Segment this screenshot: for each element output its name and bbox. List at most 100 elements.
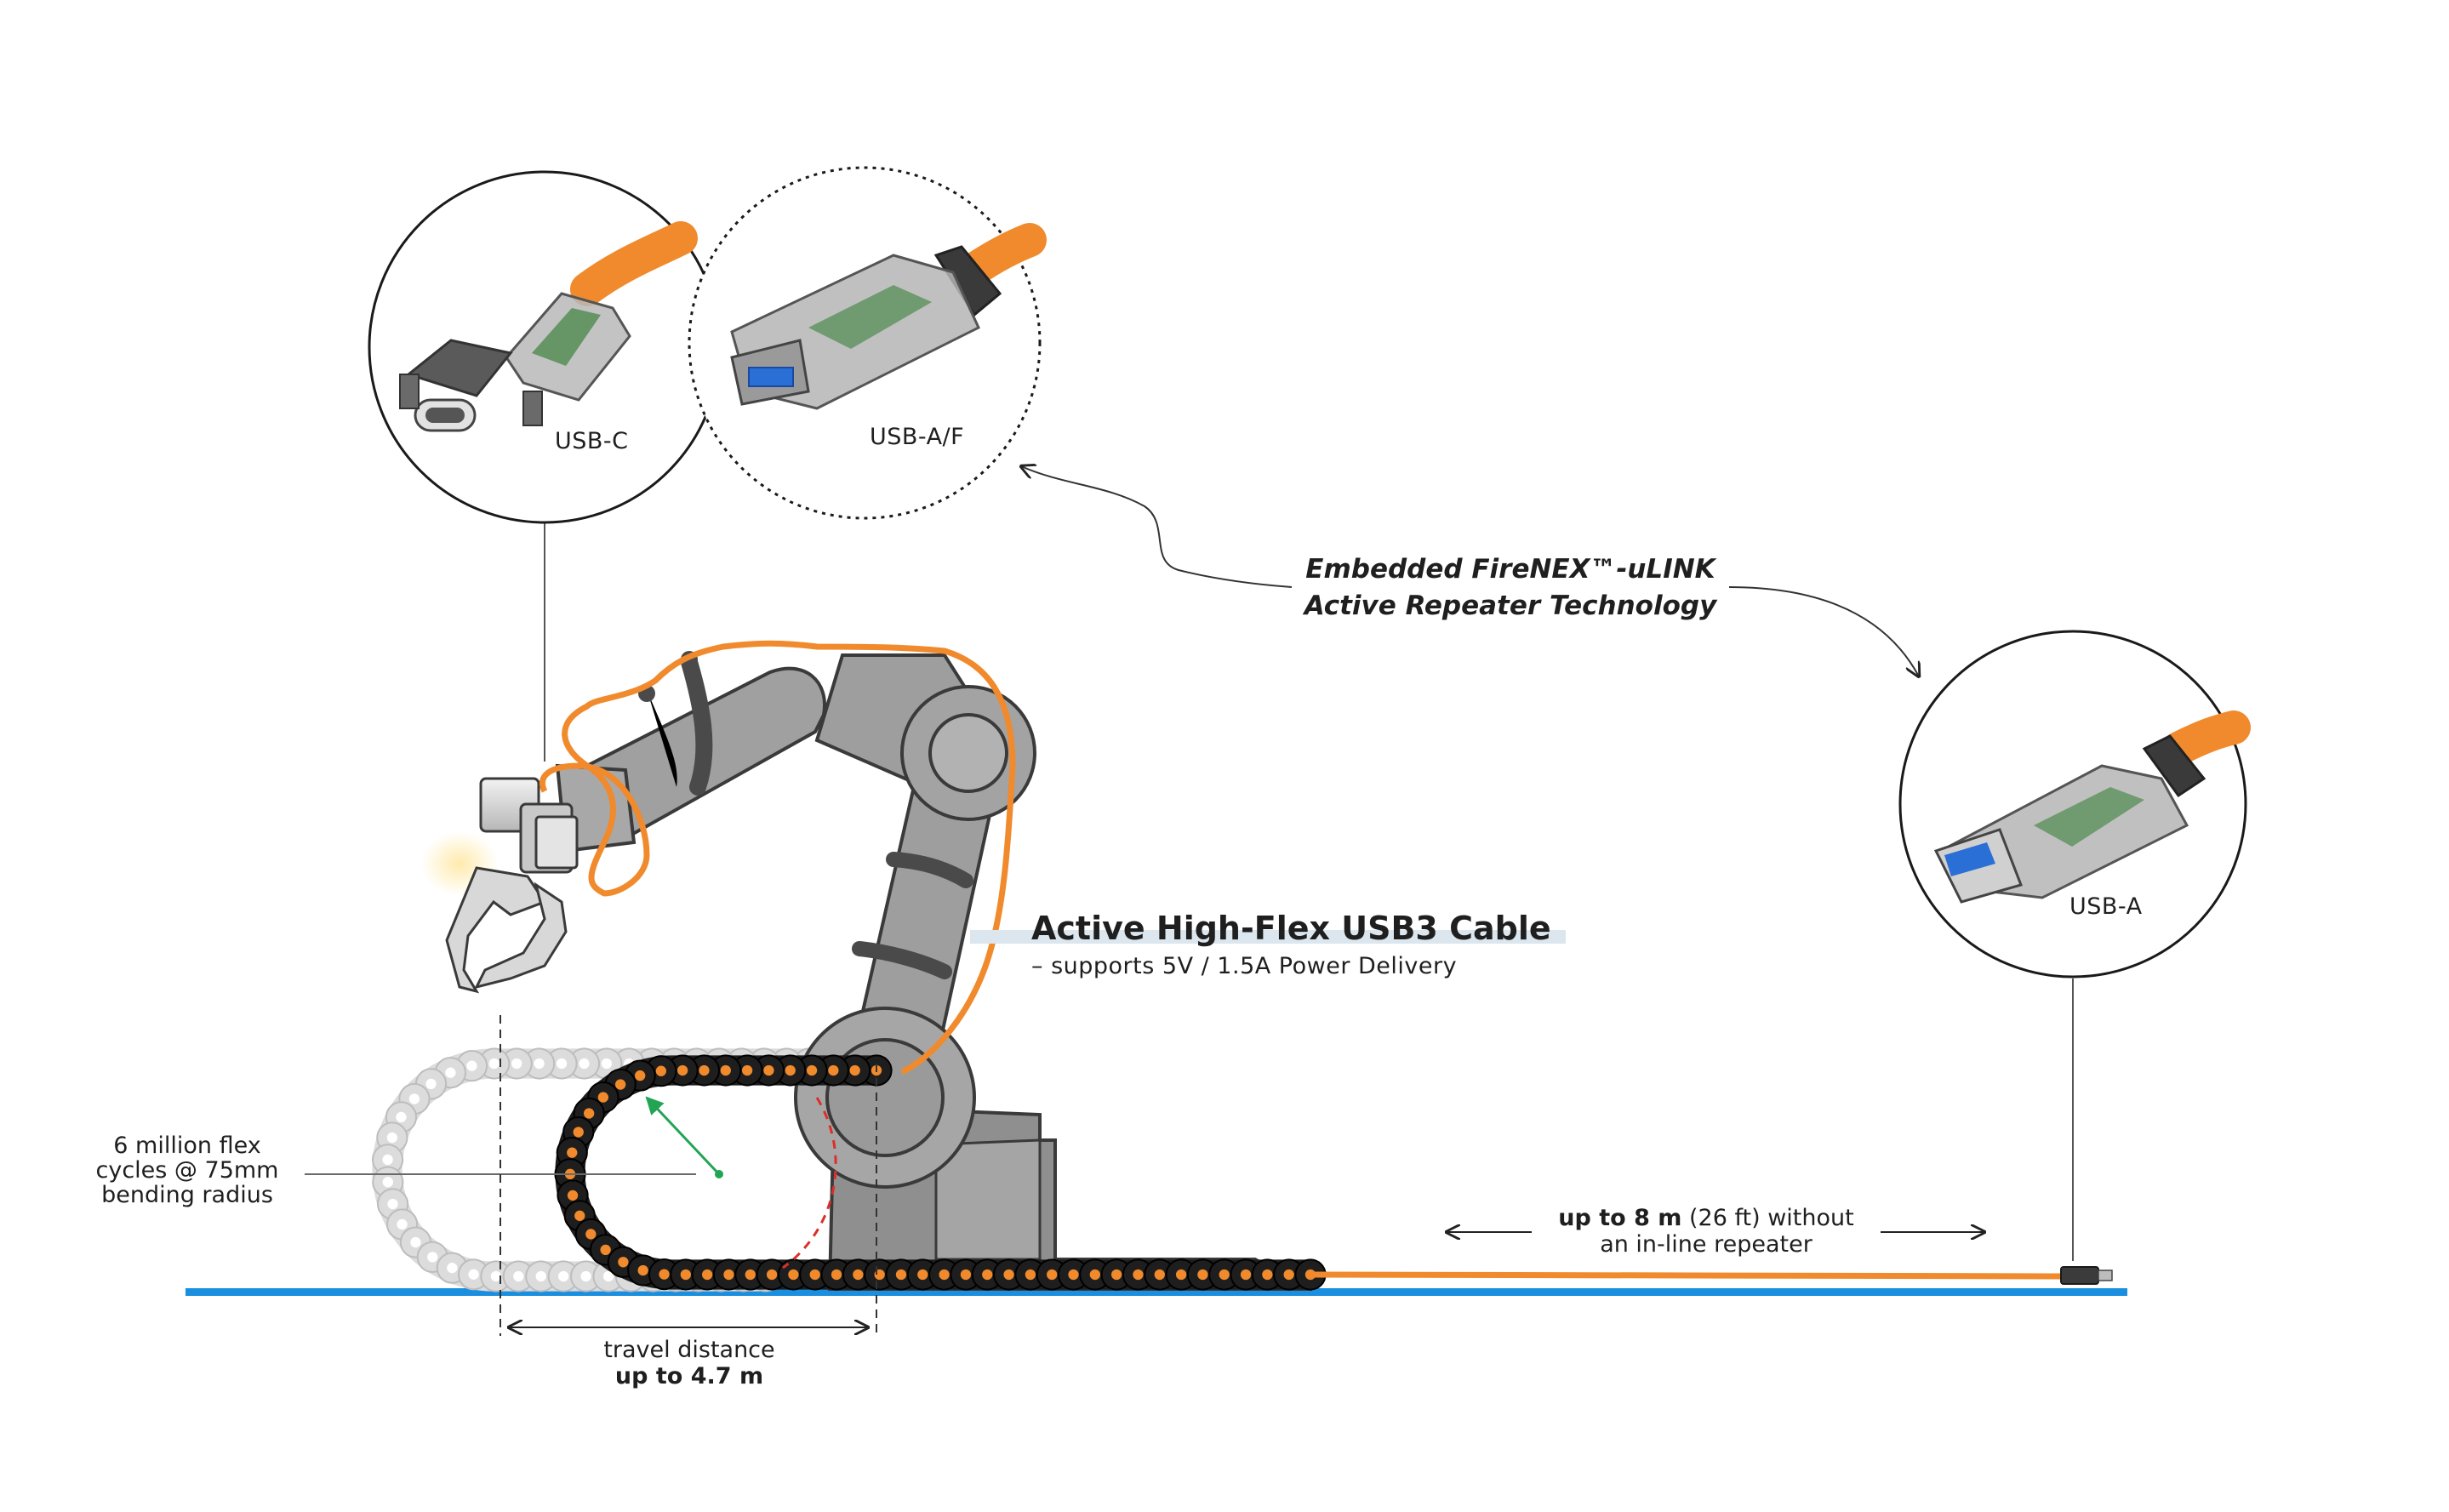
chain-link-hole bbox=[567, 1190, 579, 1201]
cable-chain bbox=[554, 1054, 1327, 1291]
ghost-chain-link-hole bbox=[396, 1111, 407, 1123]
flex-cycles-line1: 6 million flex bbox=[113, 1133, 261, 1159]
ghost-chain-link-hole bbox=[387, 1198, 398, 1210]
ghost-chain-link-hole bbox=[382, 1177, 393, 1188]
chain-link-hole bbox=[1154, 1269, 1165, 1281]
chain-link-hole bbox=[828, 1064, 839, 1076]
chain-link-hole bbox=[785, 1064, 796, 1076]
ghost-chain-link-hole bbox=[579, 1058, 590, 1070]
robot-cable bbox=[539, 640, 1016, 1076]
ghost-chain-link-hole bbox=[386, 1132, 398, 1144]
chain-link-hole bbox=[788, 1269, 799, 1281]
chain-link-hole bbox=[676, 1064, 688, 1076]
cable-length-rest: (26 ft) without bbox=[1681, 1205, 1854, 1231]
chain-link-hole bbox=[806, 1064, 818, 1076]
chain-link-hole bbox=[618, 1257, 629, 1268]
chain-link-hole bbox=[1219, 1269, 1230, 1281]
chain-link-hole bbox=[809, 1269, 820, 1281]
ghost-chain-link-hole bbox=[425, 1078, 437, 1090]
ground-line bbox=[186, 1288, 2127, 1296]
chain-link-hole bbox=[849, 1064, 860, 1076]
chain-link-hole bbox=[917, 1269, 928, 1281]
ghost-chain-link-hole bbox=[601, 1058, 613, 1070]
chain-link-hole bbox=[567, 1147, 578, 1158]
chain-link-hole bbox=[1025, 1269, 1036, 1281]
ghost-chain-link-hole bbox=[447, 1263, 458, 1274]
chain-link-hole bbox=[699, 1064, 710, 1076]
usb-af-label: USB-A/F bbox=[870, 424, 965, 450]
floor-cable bbox=[1310, 1271, 2077, 1280]
floor-cable-usb-plug bbox=[2060, 1266, 2113, 1285]
chain-link-hole bbox=[895, 1269, 907, 1281]
chain-link-hole bbox=[745, 1269, 756, 1281]
flex-cycles-line3: bending radius bbox=[101, 1182, 273, 1208]
technology-label-line1: Embedded FireNEX™-uLINK bbox=[1305, 554, 1715, 585]
chain-link-hole bbox=[573, 1127, 584, 1138]
usb-a-label: USB-A bbox=[2069, 893, 2143, 920]
cable-subtitle: – supports 5V / 1.5A Power Delivery bbox=[1031, 953, 1458, 979]
ghost-chain-link-hole bbox=[427, 1252, 438, 1263]
chain-link-hole bbox=[702, 1269, 713, 1281]
chain-link-hole bbox=[597, 1092, 609, 1103]
flex-cycles-label: 6 million flex cycles @ 75mm bending rad… bbox=[77, 1133, 298, 1207]
travel-distance-line2: up to 4.7 m bbox=[614, 1363, 764, 1389]
chain-link-hole bbox=[982, 1269, 993, 1281]
travel-distance-marker bbox=[500, 1015, 877, 1336]
travel-distance-line1: travel distance bbox=[603, 1337, 775, 1363]
chain-link-hole bbox=[659, 1269, 670, 1280]
chain-link-hole bbox=[635, 1070, 646, 1081]
usb-c-magnifier bbox=[368, 170, 722, 762]
chain-link-hole bbox=[723, 1269, 734, 1281]
technology-connector-lines bbox=[1021, 466, 1919, 676]
chain-link-hole bbox=[1068, 1269, 1079, 1281]
chain-link-hole bbox=[763, 1064, 774, 1076]
robot-forearm bbox=[555, 651, 826, 853]
ghost-chain-link-hole bbox=[408, 1093, 420, 1104]
chain-link-hole bbox=[853, 1269, 864, 1281]
ghost-chain-link-hole bbox=[534, 1058, 545, 1070]
usb-a-magnifier bbox=[1898, 630, 2251, 1261]
cable-title: Active High-Flex USB3 Cable bbox=[1031, 910, 1551, 947]
chain-link-hole bbox=[1133, 1269, 1144, 1281]
ghost-chain-link-hole bbox=[580, 1270, 591, 1282]
chain-link-hole bbox=[1110, 1269, 1122, 1281]
chain-link-hole bbox=[1175, 1269, 1187, 1281]
technology-label: Embedded FireNEX™-uLINK Active Repeater … bbox=[1292, 551, 1729, 625]
ghost-chain-link-hole bbox=[468, 1269, 479, 1280]
ghost-chain-link-hole bbox=[490, 1270, 502, 1282]
chain-link-hole bbox=[1240, 1269, 1252, 1281]
chain-link-hole bbox=[680, 1269, 692, 1281]
chain-link-hole bbox=[655, 1065, 667, 1076]
cable-length-line2: an in-line repeater bbox=[1600, 1231, 1812, 1258]
chain-link-hole bbox=[574, 1210, 585, 1221]
chain-link-hole bbox=[585, 1229, 597, 1240]
chain-link-hole bbox=[1003, 1269, 1014, 1281]
ghost-chain-link-hole bbox=[382, 1154, 393, 1166]
cable-length-label: up to 8 m (26 ft) without an in-line rep… bbox=[1532, 1205, 1881, 1258]
chain-link-hole bbox=[637, 1264, 648, 1276]
technology-label-line2: Active Repeater Technology bbox=[1304, 591, 1717, 621]
robot-gripper bbox=[421, 777, 579, 994]
chain-link-hole bbox=[1283, 1269, 1294, 1281]
chain-link-hole bbox=[600, 1244, 611, 1256]
ghost-chain-link-hole bbox=[410, 1236, 421, 1248]
chain-link-hole bbox=[1047, 1269, 1058, 1281]
chain-link-hole bbox=[1197, 1269, 1208, 1281]
ghost-chain-link-hole bbox=[535, 1270, 546, 1282]
ghost-chain-link-hole bbox=[397, 1218, 408, 1230]
ghost-chain-link-hole bbox=[513, 1270, 524, 1282]
ghost-chain-link-hole bbox=[466, 1060, 477, 1071]
usb-af-magnifier bbox=[688, 166, 1047, 520]
ghost-chain-link-hole bbox=[445, 1067, 456, 1078]
chain-link-hole bbox=[939, 1269, 950, 1281]
ghost-chain-link-hole bbox=[511, 1058, 522, 1070]
ghost-chain-link-hole bbox=[602, 1270, 614, 1282]
chain-link-hole bbox=[831, 1269, 842, 1281]
chain-link-hole bbox=[615, 1079, 626, 1090]
cable-length-bold: up to 8 m bbox=[1558, 1205, 1682, 1231]
chain-link-hole bbox=[741, 1064, 753, 1076]
ghost-chain-link-hole bbox=[488, 1058, 500, 1070]
chain-link-hole bbox=[720, 1064, 731, 1076]
